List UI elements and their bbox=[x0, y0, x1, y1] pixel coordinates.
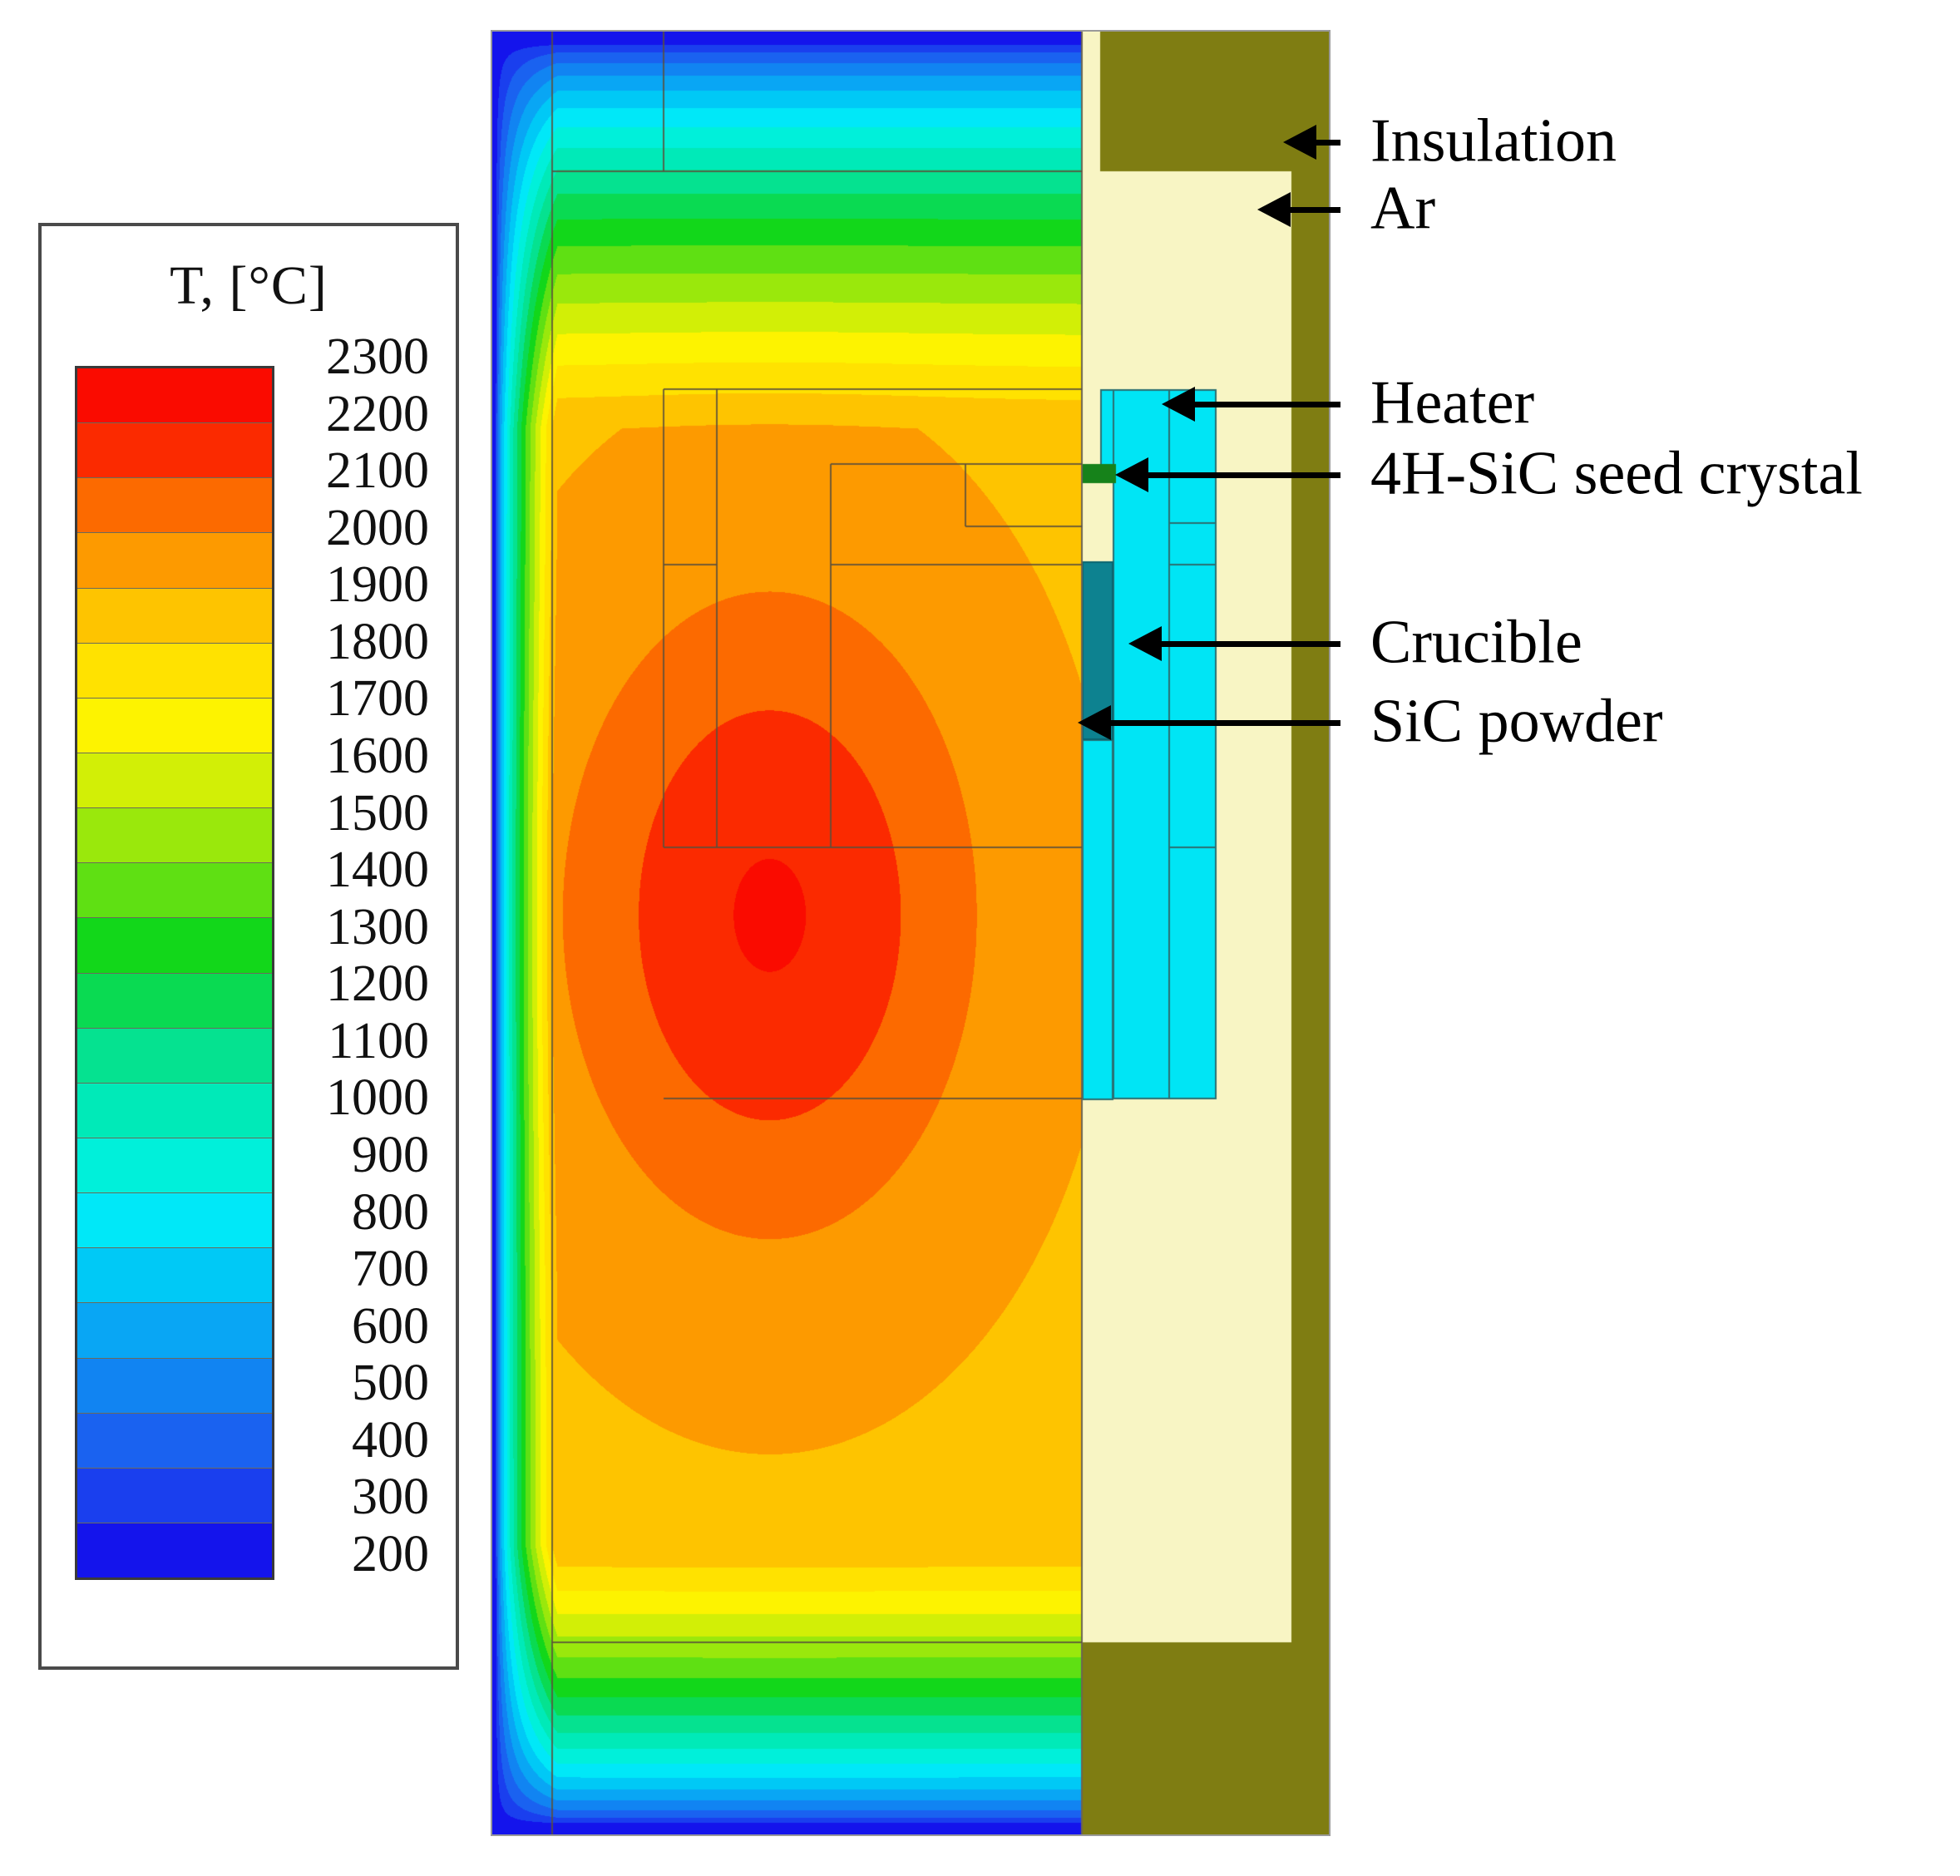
colorbar-swatch bbox=[77, 643, 272, 699]
callout-label: SiC powder bbox=[1370, 687, 1663, 756]
colorbar-tick-label: 1800 bbox=[326, 613, 429, 670]
colorbar-swatch bbox=[77, 808, 272, 864]
arrow-stem bbox=[1156, 641, 1340, 648]
colorbar-tick-label: 700 bbox=[352, 1241, 429, 1298]
arrow-head-icon bbox=[1257, 191, 1291, 227]
colorbar-tick-label: 400 bbox=[352, 1411, 429, 1469]
arrow-stem bbox=[1106, 720, 1340, 727]
colorbar-swatch bbox=[77, 1413, 272, 1469]
arrow-stem bbox=[1311, 140, 1340, 146]
callout-label: Insulation bbox=[1370, 106, 1617, 175]
colorbar-swatch bbox=[77, 1468, 272, 1523]
arrow-head-icon bbox=[1078, 705, 1112, 741]
arrow-head-icon bbox=[1128, 626, 1162, 662]
colorbar-tick-label: 200 bbox=[352, 1526, 429, 1582]
colorbar-tick-label: 900 bbox=[352, 1127, 429, 1183]
colorbar-tick-label: 800 bbox=[352, 1183, 429, 1241]
furnace-temperature-field-figure bbox=[492, 32, 1329, 1834]
colorbar-tick-label: 500 bbox=[352, 1355, 429, 1412]
arrow-head-icon bbox=[1282, 125, 1316, 160]
colorbar-tick-label: 1200 bbox=[326, 955, 429, 1013]
colorbar-swatch bbox=[77, 753, 272, 809]
colorbar-swatch bbox=[77, 1248, 272, 1304]
colorbar-swatch bbox=[77, 478, 272, 534]
colorbar-tick-label: 2200 bbox=[326, 385, 429, 442]
colorbar-tick-label: 1400 bbox=[326, 842, 429, 899]
colorbar-tick-label: 1600 bbox=[326, 728, 429, 784]
colorbar-tick-label: 1900 bbox=[326, 556, 429, 614]
colorbar-swatch bbox=[77, 533, 272, 589]
colorbar-swatch bbox=[77, 1193, 272, 1249]
colorbar bbox=[75, 366, 274, 1580]
legend-title: T, [°C] bbox=[170, 255, 328, 316]
colorbar-swatch bbox=[77, 918, 272, 974]
colorbar-swatch bbox=[77, 423, 272, 479]
colorbar-swatch bbox=[77, 1083, 272, 1138]
colorbar-swatch bbox=[77, 1303, 272, 1359]
colorbar-swatch bbox=[77, 698, 272, 753]
colorbar-swatch bbox=[77, 1358, 272, 1414]
arrow-head-icon bbox=[1115, 457, 1149, 493]
colorbar-tick-label: 300 bbox=[352, 1469, 429, 1526]
colorbar-swatch bbox=[77, 588, 272, 644]
arrow-stem bbox=[1286, 206, 1340, 213]
temperature-contour-canvas bbox=[492, 32, 1329, 1834]
colorbar-tick-label: 1300 bbox=[326, 898, 429, 955]
callout-label: Heater bbox=[1370, 368, 1535, 437]
colorbar-tick-label: 600 bbox=[352, 1297, 429, 1355]
arrow-stem bbox=[1189, 401, 1340, 407]
arrow-head-icon bbox=[1161, 386, 1195, 422]
colorbar-tick-label: 1500 bbox=[326, 784, 429, 842]
callout-label: 4H-SiC seed crystal bbox=[1370, 439, 1863, 508]
colorbar-tick-label: 1100 bbox=[328, 1012, 429, 1069]
colorbar-swatch bbox=[77, 1138, 272, 1194]
colorbar-tick-label: 2300 bbox=[326, 328, 429, 385]
colorbar-tick-label: 2000 bbox=[326, 499, 429, 556]
colorbar-tick-label: 1000 bbox=[326, 1069, 429, 1127]
colorbar-tick-label: 1700 bbox=[326, 670, 429, 728]
callout-label: Crucible bbox=[1370, 608, 1582, 677]
arrow-stem bbox=[1143, 472, 1340, 479]
colorbar-swatch bbox=[77, 1523, 272, 1578]
colorbar-swatch bbox=[77, 863, 272, 919]
colorbar-swatch bbox=[77, 1028, 272, 1084]
callout-label: Ar bbox=[1370, 174, 1436, 243]
colorbar-swatch bbox=[77, 973, 272, 1029]
colorbar-swatch bbox=[77, 368, 272, 424]
colorbar-tick-label: 2100 bbox=[326, 442, 429, 500]
